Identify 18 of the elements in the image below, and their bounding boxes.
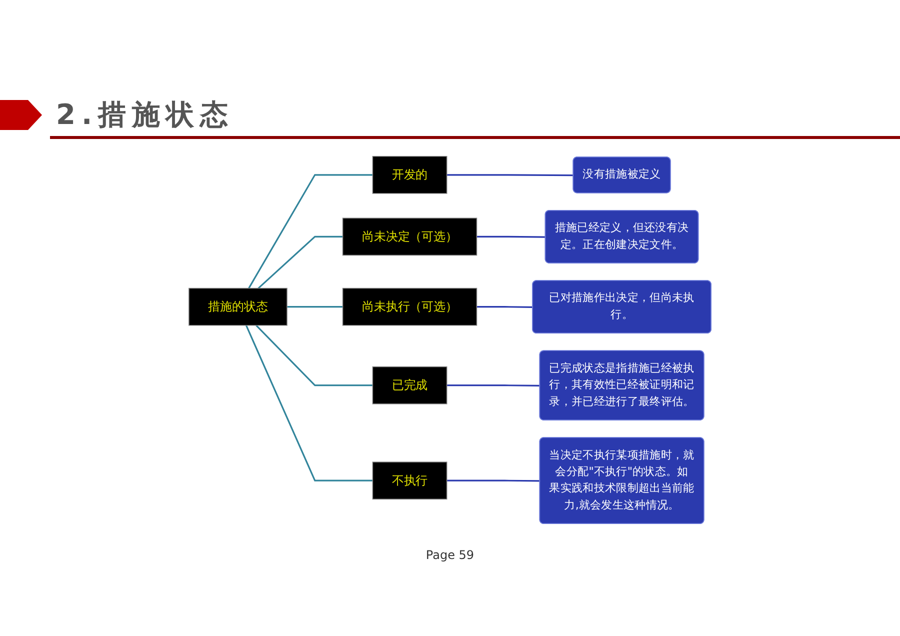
node-box: 措施的状态 [188, 288, 288, 326]
connector [287, 306, 343, 308]
node-box: 开发的 [372, 156, 448, 194]
connector [245, 325, 373, 482]
connector [476, 306, 533, 308]
node-box: 尚未决定（可选） [342, 218, 478, 256]
node-box: 不执行 [372, 462, 448, 500]
page-number: Page 59 [426, 548, 474, 562]
connector [446, 174, 574, 176]
connector [476, 236, 546, 238]
connector [258, 236, 343, 289]
node-box: 已完成 [372, 366, 448, 404]
slide-title: 2.措施状态 [56, 97, 234, 133]
connector [446, 480, 540, 482]
connector [248, 174, 373, 289]
connector [446, 384, 540, 387]
connector [256, 324, 373, 386]
node-box: 尚未执行（可选） [342, 288, 478, 326]
